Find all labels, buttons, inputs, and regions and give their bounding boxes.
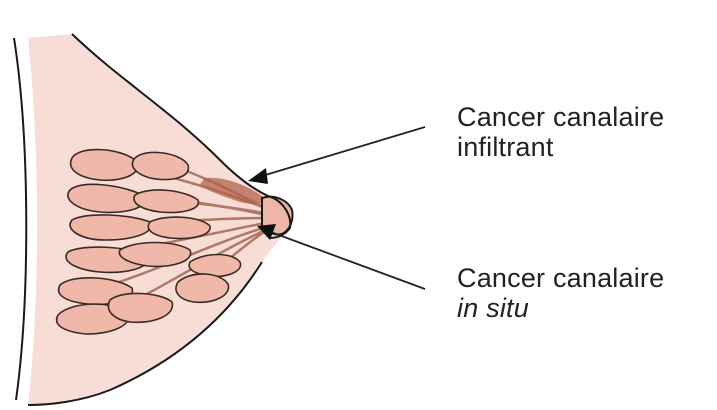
label-infiltrant-line1: Cancer canalaire xyxy=(457,102,664,132)
label-in-situ: Cancer canalaire in situ xyxy=(457,263,664,323)
lobule xyxy=(189,255,240,277)
lobule xyxy=(70,215,151,240)
chest-wall-line xyxy=(14,38,26,400)
pointer-line-infiltrant xyxy=(262,127,425,176)
arrowhead-infiltrant xyxy=(248,168,268,184)
label-in-situ-line1: Cancer canalaire xyxy=(457,263,664,293)
pointer-line-in-situ xyxy=(268,231,425,289)
label-infiltrant: Cancer canalaire infiltrant xyxy=(457,102,664,162)
label-infiltrant-line2: infiltrant xyxy=(457,132,664,162)
label-in-situ-line2: in situ xyxy=(457,293,664,323)
lobule xyxy=(148,217,210,238)
lobule xyxy=(176,274,229,302)
